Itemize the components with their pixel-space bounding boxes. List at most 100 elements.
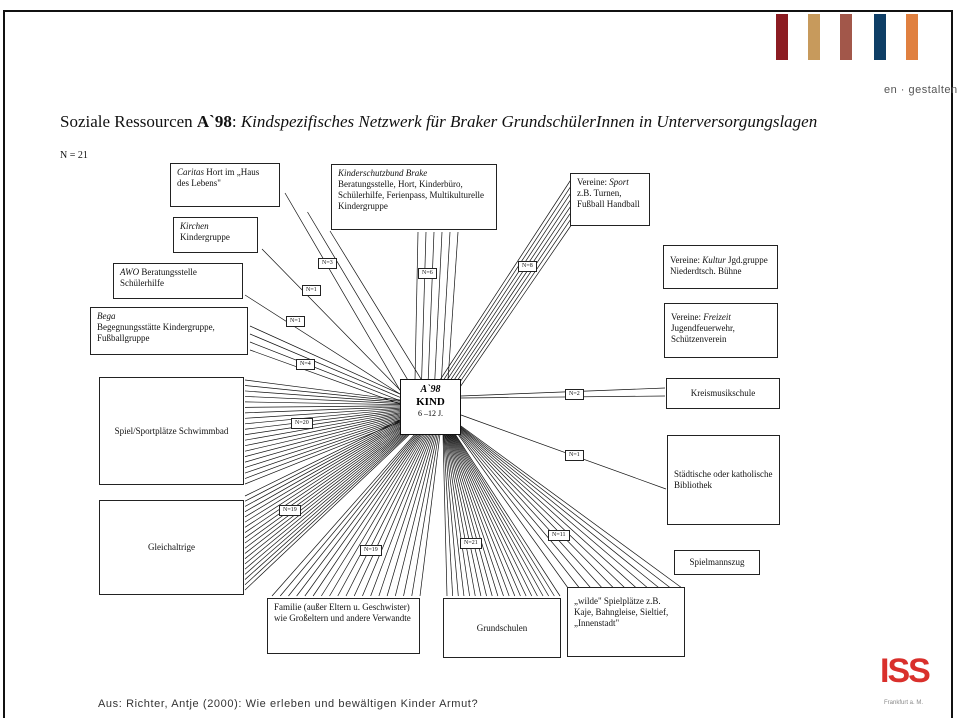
connection-line-spielplaetze (244, 379, 401, 401)
node-spielplaetze: Spiel/Sportplätze Schwimmbad (99, 377, 244, 485)
connection-line-familie (337, 433, 427, 597)
connection-line-familie (304, 433, 421, 597)
connection-line-spielplaetze (244, 417, 401, 463)
connection-line-familie (296, 433, 420, 597)
connection-line-sport (447, 197, 573, 385)
connection-line-grundschulen (442, 433, 448, 597)
connection-line-grundschulen (451, 433, 533, 597)
connection-line-gleichaltrige (244, 430, 409, 570)
connection-line-familie (370, 433, 432, 597)
node-caritas-italic: Caritas (177, 167, 205, 177)
connection-line-kirchen (261, 248, 401, 391)
node-kinderschutzbund-text: Beratungsstelle, Hort, Kinderbüro, Schül… (338, 179, 484, 211)
connection-line-spielplaetze (244, 414, 401, 452)
connection-line-sport (442, 184, 573, 382)
node-sport: Vereine: Sport z.B. Turnen, Fußball Hand… (570, 173, 650, 226)
connection-line-gleichaltrige (244, 423, 403, 523)
connection-line-spielplaetze (244, 412, 401, 441)
connection-line-spielplaetze (244, 401, 401, 405)
node-sport-pre: Vereine: (577, 177, 610, 187)
connection-line-familie (386, 433, 435, 597)
connection-line-bega (249, 349, 401, 405)
connection-line-bega (249, 325, 401, 395)
connection-line-gleichaltrige (244, 425, 405, 539)
node-kultur-italic: Kultur (702, 255, 726, 265)
connection-line-kreismusikschule (460, 395, 666, 399)
connection-line-grundschulen (454, 433, 561, 597)
connection-line-familie (378, 433, 434, 597)
connection-line-grundschulen (443, 433, 459, 597)
slide-title: Soziale Ressourcen A`98: Kindspezifische… (60, 112, 817, 132)
connection-line-grundschulen (451, 433, 527, 597)
connection-line-spielplaetze (244, 408, 401, 425)
connection-line-familie (394, 433, 437, 597)
node-spielmannszug-text: Spielmannszug (689, 557, 745, 567)
node-kirchen-text: Kindergruppe (180, 232, 230, 242)
connection-line-grundschulen (448, 433, 499, 597)
connection-line-wilde (455, 428, 592, 589)
node-bega-italic: Bega (97, 311, 116, 321)
connection-line-bibliothek (460, 414, 667, 490)
connection-line-sport (444, 190, 573, 384)
connection-line-kinderschutzbund (414, 231, 419, 381)
connection-line-wilde (458, 426, 649, 589)
connection-line-gleichaltrige (244, 421, 402, 507)
count-label-awo: N=1 (286, 316, 305, 327)
title-part2: : (231, 112, 241, 131)
connection-line-kinderschutzbund (447, 231, 459, 381)
connection-line-caritas (329, 230, 430, 393)
brand-stripe (808, 14, 820, 60)
center-line1: A`98 (420, 384, 441, 395)
connection-line-grundschulen (449, 433, 510, 597)
connection-line-spielplaetze (244, 415, 401, 457)
count-label-grundschulen: N=21 (460, 538, 482, 549)
node-kultur: Vereine: Kultur Jgd.gruppe Niederdtsch. … (663, 245, 778, 289)
connection-line-bega (249, 341, 401, 401)
connection-line-kinderschutzbund (421, 231, 427, 381)
connection-line-grundschulen (443, 433, 453, 597)
node-kreismusikschule: Kreismusikschule (666, 378, 780, 409)
connection-line-gleichaltrige (244, 432, 410, 580)
node-gleichaltrige: Gleichaltrige (99, 500, 244, 595)
connection-line-gleichaltrige (244, 429, 407, 559)
connection-line-familie (419, 433, 441, 597)
connection-line-caritas (284, 192, 402, 393)
connection-line-kinderschutzbund (427, 231, 435, 381)
node-sport-text: z.B. Turnen, Fußball Handball (577, 188, 640, 209)
connection-line-grundschulen (445, 433, 470, 597)
node-grundschulen: Grundschulen (443, 598, 561, 658)
brand-stripe (874, 14, 886, 60)
connection-line-gleichaltrige (244, 428, 407, 554)
brand-stripe (840, 14, 852, 60)
node-awo-text: Beratungsstelle Schülerhilfe (120, 267, 197, 288)
connection-line-grundschulen (452, 433, 544, 597)
node-wilde-text: „wilde" Spielplätze z.B. Kaje, Bahngleis… (574, 596, 669, 628)
connection-line-wilde (456, 428, 603, 589)
node-wilde: „wilde" Spielplätze z.B. Kaje, Bahngleis… (567, 587, 685, 657)
connection-line-wilde (454, 429, 569, 589)
node-kultur-pre: Vereine: (670, 255, 703, 265)
connection-line-caritas (307, 211, 416, 393)
connection-line-gleichaltrige (244, 431, 409, 575)
connection-line-spielplaetze (244, 419, 401, 474)
node-kultur-text: Jgd.gruppe Niederdtsch. Bühne (670, 255, 768, 276)
center-line2: KIND (416, 396, 445, 408)
node-familie: Familie (außer Eltern u. Geschwister) wi… (267, 598, 420, 654)
connection-line-familie (353, 433, 430, 597)
connection-line-kreismusikschule (460, 387, 666, 397)
node-caritas: Caritas Hort im „Haus des Lebens" (170, 163, 280, 207)
center-node-kind: A`98 KIND 6 –12 J. (400, 379, 461, 435)
connection-line-wilde (457, 427, 626, 589)
slide-frame (3, 10, 953, 718)
node-familie-text: Familie (außer Eltern u. Geschwister) wi… (274, 602, 411, 623)
connection-line-gleichaltrige (244, 424, 404, 528)
iss-logo: ISS (880, 654, 931, 688)
count-label-gleichaltrige: N=19 (279, 505, 301, 516)
connection-line-spielplaetze (244, 396, 401, 404)
connection-line-gleichaltrige (244, 420, 401, 502)
connection-line-spielplaetze (244, 405, 401, 408)
node-kreismusikschule-text: Kreismusikschule (690, 388, 756, 398)
connection-line-grundschulen (447, 433, 493, 597)
